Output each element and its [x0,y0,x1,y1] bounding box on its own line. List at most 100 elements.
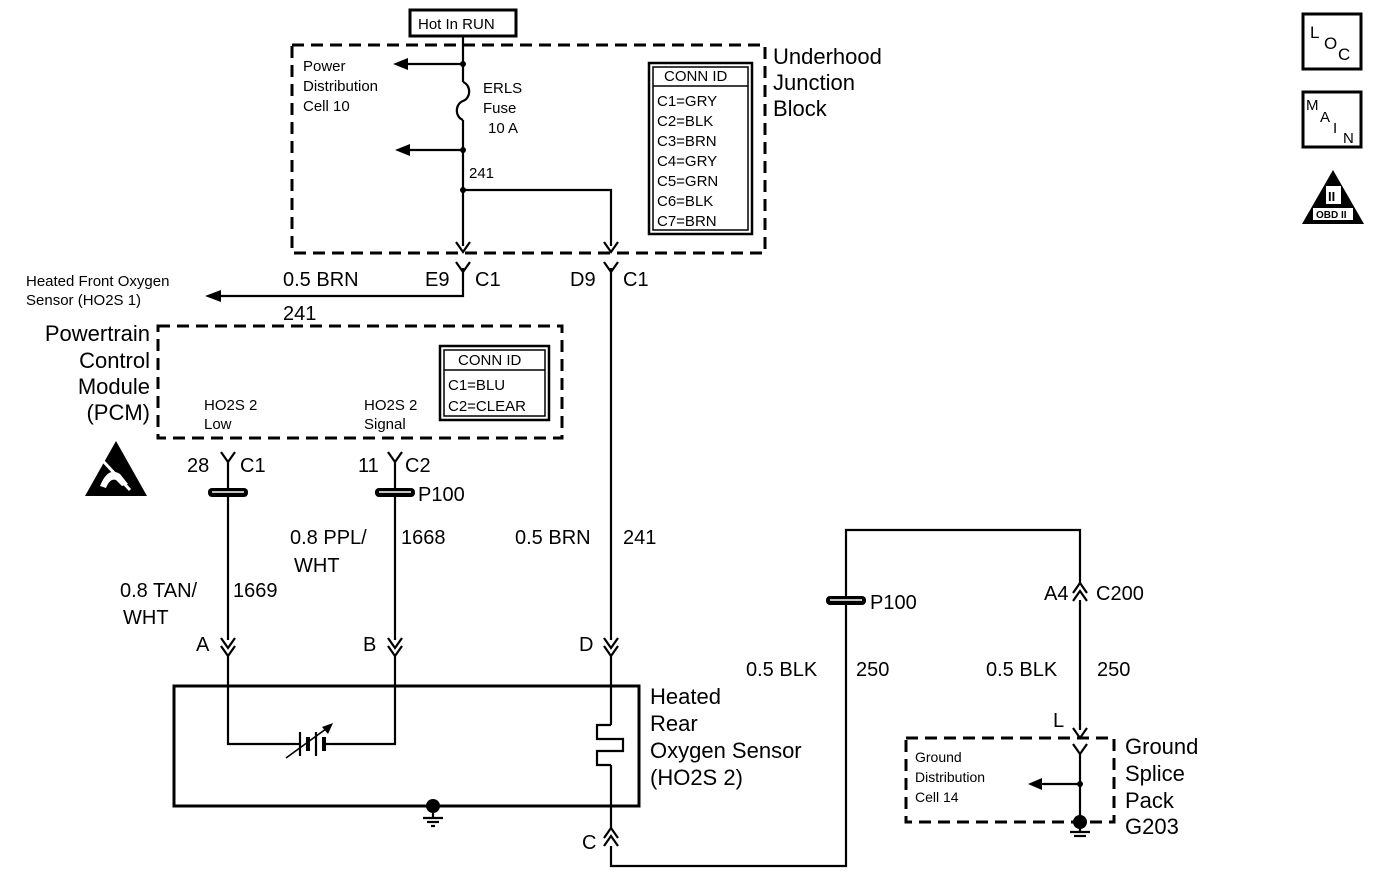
arrow-left-icon [1028,778,1042,790]
wire-tan-circuit: 1669 [233,580,278,602]
splice-p100-icon [208,488,248,497]
connector-b-icon [387,637,403,658]
pin-c-label: C [582,832,596,854]
connector-d-icon [603,637,619,658]
obd-icon-roman: II [1328,189,1335,204]
pcm-signal-label-2: Signal [364,416,406,433]
pin-a-label: A [196,634,210,656]
connector-l-icon [1072,727,1088,756]
loc-icon-c: C [1338,45,1350,64]
ground-pack-name-4: G203 [1125,814,1179,839]
ground-dist-label-2: Distribution [915,769,985,785]
fuse-label-2: Fuse [483,100,516,117]
pin-28-label: 28 [187,455,209,477]
connector-e9-icon [455,241,471,274]
connector-28-icon [220,451,236,464]
fuse-icon [455,80,471,122]
junction-block-outline [290,43,767,255]
sensor-name-1: Heated [650,684,721,709]
splice-p100-icon [375,488,415,497]
wire-tan-color-1: 0.8 TAN/ [120,580,198,602]
wire-ppl-color-2: WHT [294,555,340,577]
junction-conn-id-row: C3=BRN [657,133,717,150]
pcm-name-3: Module [78,374,150,399]
connector-c-icon [603,826,619,847]
junction-conn-id-title: CONN ID [664,68,728,85]
ground-pack-name-2: Splice [1125,761,1185,786]
junction-conn-id-row: C5=GRN [657,173,718,190]
main-icon-m: M [1306,97,1319,114]
junction-conn-id-box [647,61,754,236]
connector-a4-label: A4 [1044,583,1068,605]
connector-c1-label: C1 [475,269,501,291]
connector-d9-label: D9 [570,269,596,291]
ground-splice-pack-outline [904,736,1116,824]
esd-warning-icon [85,441,147,496]
variable-cell-icon [285,723,333,759]
connector-a-icon [220,637,236,658]
rear-o2-sensor-box [172,684,641,808]
arrow-left-icon [395,144,410,156]
pcm-conn-id-row: C2=CLEAR [448,398,526,415]
connector-a4-icon [1072,581,1088,602]
splice-p100-label: P100 [418,484,465,506]
wire-ppl-color-1: 0.8 PPL/ [290,527,367,549]
fuse-label-3: 10 A [488,120,518,137]
ground-pack-name-1: Ground [1125,734,1198,759]
wire-blk1-circuit: 250 [856,659,889,681]
connector-c1-label: C1 [623,269,649,291]
main-icon-i: I [1333,120,1337,137]
arrow-left-icon [205,290,221,302]
ground-dist-label-3: Cell 14 [915,789,959,805]
front-sensor-label-1: Heated Front Oxygen [26,273,169,290]
junction-block-name-2: Junction [773,70,855,95]
wire-blk2-color: 0.5 BLK [986,659,1058,681]
arrow-left-icon [393,58,408,70]
splice-p100-icon [826,596,866,605]
front-sensor-wire-color: 0.5 BRN [283,269,359,291]
pin-d-label: D [579,634,593,656]
junction-conn-id-row: C1=GRY [657,93,717,110]
connector-11-icon [387,451,403,464]
power-dist-label-3: Cell 10 [303,98,350,115]
main-icon: M A I N [1301,90,1363,149]
wire-blk2-circuit: 250 [1097,659,1130,681]
power-dist-label-1: Power [303,58,346,75]
pcm-conn-id-row: C1=BLU [448,377,505,394]
main-icon-a: A [1320,109,1330,126]
connector-e9-label: E9 [425,269,449,291]
connector-d9-icon [603,241,619,274]
heater-icon [595,723,625,767]
connector-c1-label: C1 [240,455,266,477]
loc-icon: L O C [1301,12,1363,71]
junction-conn-id-row: C2=BLK [657,113,713,130]
junction-circuit-label: 241 [469,165,494,182]
wire-brn-circuit: 241 [623,527,656,549]
pcm-name-2: Control [79,348,150,373]
pin-b-label: B [363,634,376,656]
sensor-name-3: Oxygen Sensor [650,738,802,763]
pcm-conn-id-title: CONN ID [458,352,522,369]
junction-block-name-1: Underhood [773,44,882,69]
pcm-name-1: Powertrain [45,321,150,346]
pcm-low-label-1: HO2S 2 [204,397,257,414]
fuse-label-1: ERLS [483,80,522,97]
pcm-signal-label-1: HO2S 2 [364,397,417,414]
pin-l-label: L [1053,710,1064,732]
main-icon-n: N [1343,130,1354,147]
ground-icon [1070,815,1090,838]
hot-in-run-label: Hot In RUN [418,16,495,33]
wire-tan-color-2: WHT [123,607,169,629]
junction-block-name-3: Block [773,96,828,121]
obd-ii-icon: II OBD II [1302,170,1364,224]
connector-c2-label: C2 [405,455,431,477]
front-sensor-circuit: 241 [283,303,316,325]
sensor-name-4: (HO2S 2) [650,765,743,790]
power-dist-label-2: Distribution [303,78,378,95]
sensor-name-2: Rear [650,711,698,736]
loc-icon-l: L [1310,23,1319,42]
connector-c200-label: C200 [1096,583,1144,605]
obd-icon-label: OBD II [1316,210,1347,221]
wire-brn-color: 0.5 BRN [515,527,591,549]
